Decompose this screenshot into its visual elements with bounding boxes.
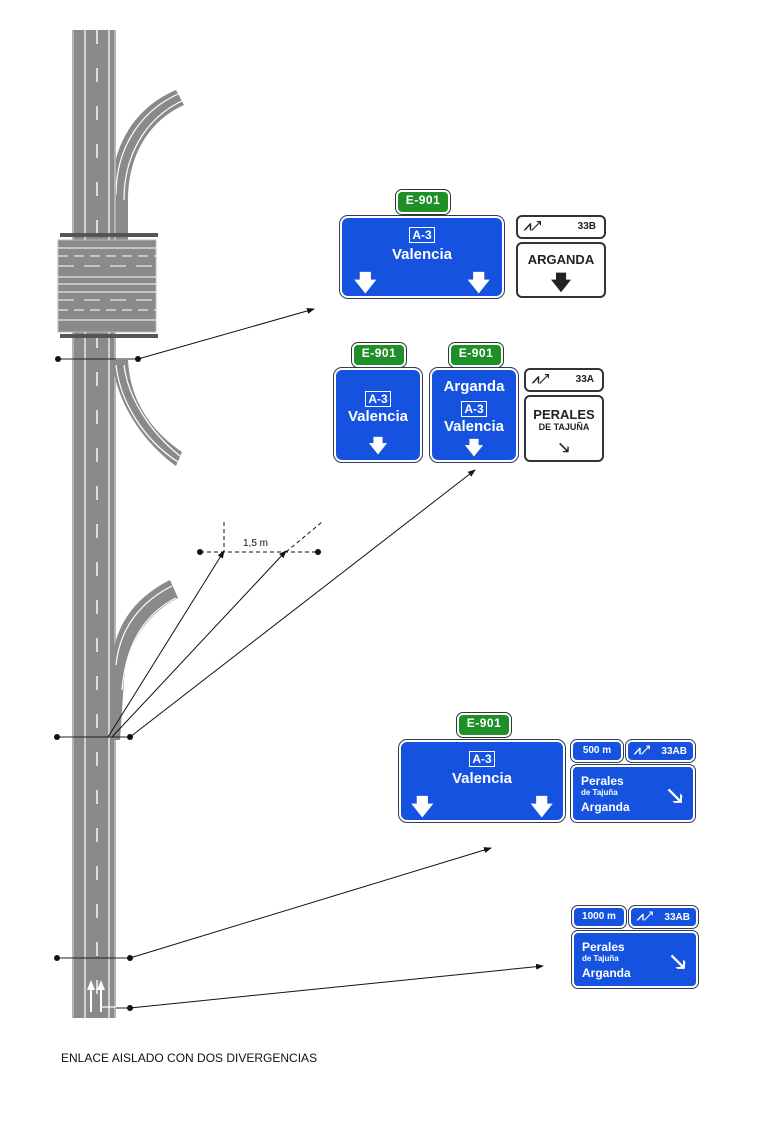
exit-icon: ⩘↗: [637, 909, 654, 923]
middle-exit-ramp: [112, 360, 182, 466]
lower-exit-ramp: [112, 580, 178, 740]
direction-sign-center: Arganda A-3 Valencia 🡇: [429, 367, 519, 463]
destination-line1: PERALES: [533, 407, 595, 422]
destination-line3: Arganda: [581, 800, 630, 814]
arrow-down-icon: 🡇: [368, 436, 388, 456]
arrow-down-icon: 🡇: [550, 272, 572, 294]
destination: Valencia: [443, 418, 505, 435]
route-tag: E-901: [448, 342, 504, 368]
exit-number: 33AB: [661, 746, 687, 757]
direction-sign-main: A-3 Valencia 🡇 🡇: [339, 215, 505, 299]
exit-icon: ⩘↗: [524, 218, 542, 233]
exit-sign: ⩘↗ 33A PERALES DE TAJUÑA 🡖: [524, 368, 604, 462]
upper-exit-ramp: [112, 90, 184, 240]
route-tag: E-901: [395, 189, 451, 215]
destination: ARGANDA: [527, 252, 595, 267]
direction-sign-main: A-3 Valencia 🡇 🡇: [398, 739, 566, 823]
route-tag: E-901: [456, 712, 512, 738]
advance-exit-sign: 500 m ⩘↗ 33AB Perales de Tajuña Arganda …: [570, 739, 696, 823]
arrow-down-icon: 🡇: [354, 270, 377, 295]
destination-line1: Perales: [581, 774, 624, 788]
advance-exit-sign: 1000 m ⩘↗ 33AB Perales de Tajuña Arganda…: [571, 905, 699, 989]
exit-number: 33B: [577, 221, 596, 232]
destination-line2: de Tajuña: [581, 788, 618, 797]
section-marker-1: [55, 308, 315, 362]
road-number: A-3: [469, 751, 495, 767]
destination-line3: Arganda: [582, 966, 631, 980]
destination: Valencia: [391, 246, 453, 263]
direction-sign-left: A-3 Valencia 🡇: [333, 367, 423, 463]
exit-number: 33A: [575, 374, 594, 385]
main-highway: [72, 30, 116, 1018]
destination: Valencia: [451, 770, 513, 787]
diagram-caption: ENLACE AISLADO CON DOS DIVERGENCIAS: [61, 1051, 318, 1065]
distance: 500 m: [582, 745, 612, 756]
road-number: A-3: [461, 401, 487, 417]
arrow-down-right-icon: 🡖: [558, 440, 570, 457]
arrow-down-right-icon: 🡖: [670, 949, 686, 976]
distance: 1000 m: [582, 911, 616, 922]
road-number: A-3: [365, 391, 391, 407]
dimension-label: 1,5 m: [243, 538, 269, 549]
section-marker-4: [116, 963, 544, 1011]
exit-sign: ⩘↗ 33B ARGANDA 🡇: [516, 215, 606, 298]
destination-line2: de Tajuña: [582, 954, 619, 963]
route-tag: E-901: [351, 342, 407, 368]
section-marker-2: [54, 469, 476, 740]
top-destination: Arganda: [443, 378, 505, 395]
arrow-down-icon: 🡇: [467, 270, 490, 295]
exit-number: 33AB: [664, 912, 690, 923]
exit-icon: ⩘↗: [634, 743, 651, 757]
lane-arrows: [87, 980, 116, 1012]
exit-icon: ⩘↗: [532, 371, 550, 386]
overpass: [57, 233, 158, 338]
destination: Valencia: [347, 408, 409, 425]
arrow-down-icon: 🡇: [530, 794, 553, 819]
arrow-down-icon: 🡇: [411, 794, 434, 819]
arrow-down-right-icon: 🡖: [667, 783, 683, 810]
arrow-down-icon: 🡇: [464, 438, 484, 458]
destination-line2: DE TAJUÑA: [538, 422, 590, 432]
road-number: A-3: [409, 227, 435, 243]
destination-line1: Perales: [582, 940, 625, 954]
section-marker-3: [54, 847, 492, 961]
dimension-line: [197, 521, 323, 555]
